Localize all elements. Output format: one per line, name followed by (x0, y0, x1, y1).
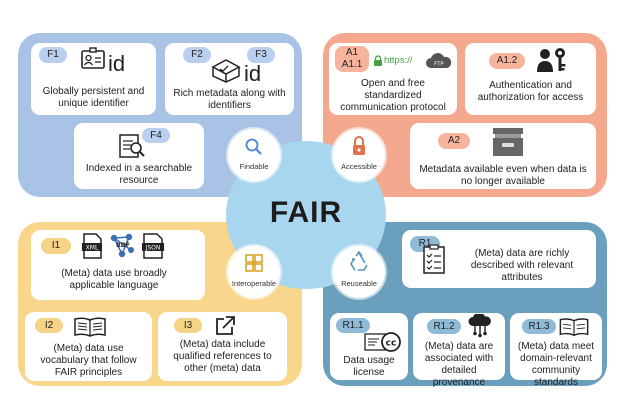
badge-a1: A1 A1.1 (335, 46, 369, 72)
searchable-document-icon (119, 134, 145, 158)
cloud-ftp-icon: FTP (426, 53, 452, 68)
f4-text: Indexed in a searchable resource (85, 163, 193, 186)
card-a1: A1 A1.1 https:// FTP Open and free stand… (329, 43, 457, 115)
card-r12: R1.2 (Meta) data are associated with det… (413, 313, 505, 388)
card-i1: I1 XML RDF JSON (Meta) data use broadly … (31, 230, 205, 300)
archive-drawer-icon (493, 128, 523, 156)
card-a12: A1.2 Authentication and authorization fo… (465, 43, 596, 115)
badge-f3: F3 (247, 47, 275, 63)
card-f1: F1 id Globally persistent and unique ide… (31, 43, 156, 115)
rdf-graph-icon: RDF (110, 233, 134, 258)
badge-r11: R1.1 (336, 318, 370, 333)
user-key-icon (537, 48, 566, 72)
format-xml: XML (86, 245, 99, 252)
puzzle-gear-icon (245, 254, 263, 272)
badge-r12: R1.2 (427, 319, 461, 334)
pillar-reuseable-label: Reuseable (341, 279, 377, 288)
badge-i1: I1 (41, 238, 71, 254)
cloud-network-icon (468, 314, 491, 338)
recycle-icon (350, 251, 368, 271)
external-link-icon (216, 316, 235, 335)
id-card-icon (81, 47, 105, 69)
pillar-interoperable: Interoperable (228, 246, 280, 298)
tagged-box-icon (211, 59, 241, 83)
card-f4: F4 Indexed in a searchable resource (74, 123, 204, 189)
a12-text: Authentication and authorization for acc… (477, 80, 584, 103)
id-text-2: id (244, 61, 262, 86)
pillar-interoperable-label: Interoperable (231, 279, 277, 288)
r12-text: (Meta) data are associated with detailed… (424, 341, 494, 388)
r11-text: Data usage license (343, 355, 395, 378)
lock-icon (374, 55, 382, 66)
i3-text: (Meta) data include qualified references… (173, 339, 272, 374)
padlock-icon (353, 136, 365, 155)
f1-text: Globally persistent and unique identifie… (42, 86, 145, 109)
badge-a12: A1.2 (489, 53, 525, 69)
license-certificate-icon: cc (364, 332, 401, 352)
card-a2: A2 Metadata available even when data is … (410, 123, 596, 189)
card-r11: R1.1 cc Data usage license (330, 313, 408, 380)
a2-text: Metadata available even when data is no … (419, 164, 587, 187)
json-file-icon: JSON (142, 233, 164, 259)
badge-f1: F1 (39, 47, 67, 63)
badge-r13: R1.3 (522, 319, 556, 334)
badge-f2: F2 (183, 47, 211, 63)
xml-file-icon: XML (82, 233, 102, 259)
id-text: id (108, 51, 126, 76)
card-r1: R1 (Meta) data are richly described with… (402, 230, 596, 288)
pillar-accessible-label: Accessible (341, 162, 377, 171)
badge-a1-line1: A1 (345, 47, 359, 58)
badge-f4: F4 (142, 128, 170, 143)
pillar-findable-label: Findable (239, 162, 269, 171)
format-rdf: RDF (116, 242, 130, 249)
r1-text: (Meta) data are richly described with re… (470, 248, 574, 283)
center-title: FAIR (269, 196, 343, 229)
badge-i3: I3 (174, 318, 202, 333)
r13-text: (Meta) data meet domain-relevant communi… (517, 341, 595, 388)
svg-text:FTP: FTP (434, 62, 444, 68)
i1-text: (Meta) data use broadly applicable langu… (61, 268, 167, 291)
badge-a2: A2 (438, 133, 470, 149)
badge-i2: I2 (35, 318, 63, 333)
format-json: JSON (145, 245, 161, 252)
card-f2f3: F2 F3 id Rich metadata along with identi… (165, 43, 294, 115)
open-book-icon-2 (559, 318, 589, 336)
open-book-icon (74, 317, 106, 337)
pillar-accessible: Accessible (333, 129, 385, 181)
badge-a1-line2: A1.1 (341, 59, 363, 70)
card-i3: I3 (Meta) data include qualified referen… (158, 312, 287, 381)
checklist-icon (423, 244, 445, 274)
card-i2: I2 (Meta) data use vocabulary that follo… (25, 312, 152, 381)
a1-text: Open and free standardized communication… (340, 78, 446, 113)
pillar-findable: Findable (228, 129, 280, 181)
magnifier-icon (245, 138, 262, 155)
card-r13: R1.3 (Meta) data meet domain-relevant co… (510, 313, 602, 388)
i2-text: (Meta) data use vocabulary that follow F… (40, 343, 137, 378)
https-text: https:// (384, 55, 413, 66)
pillar-reuseable: Reuseable (333, 246, 385, 298)
f2f3-text: Rich metadata along with identifiers (173, 88, 286, 111)
cc-text: cc (386, 339, 397, 349)
